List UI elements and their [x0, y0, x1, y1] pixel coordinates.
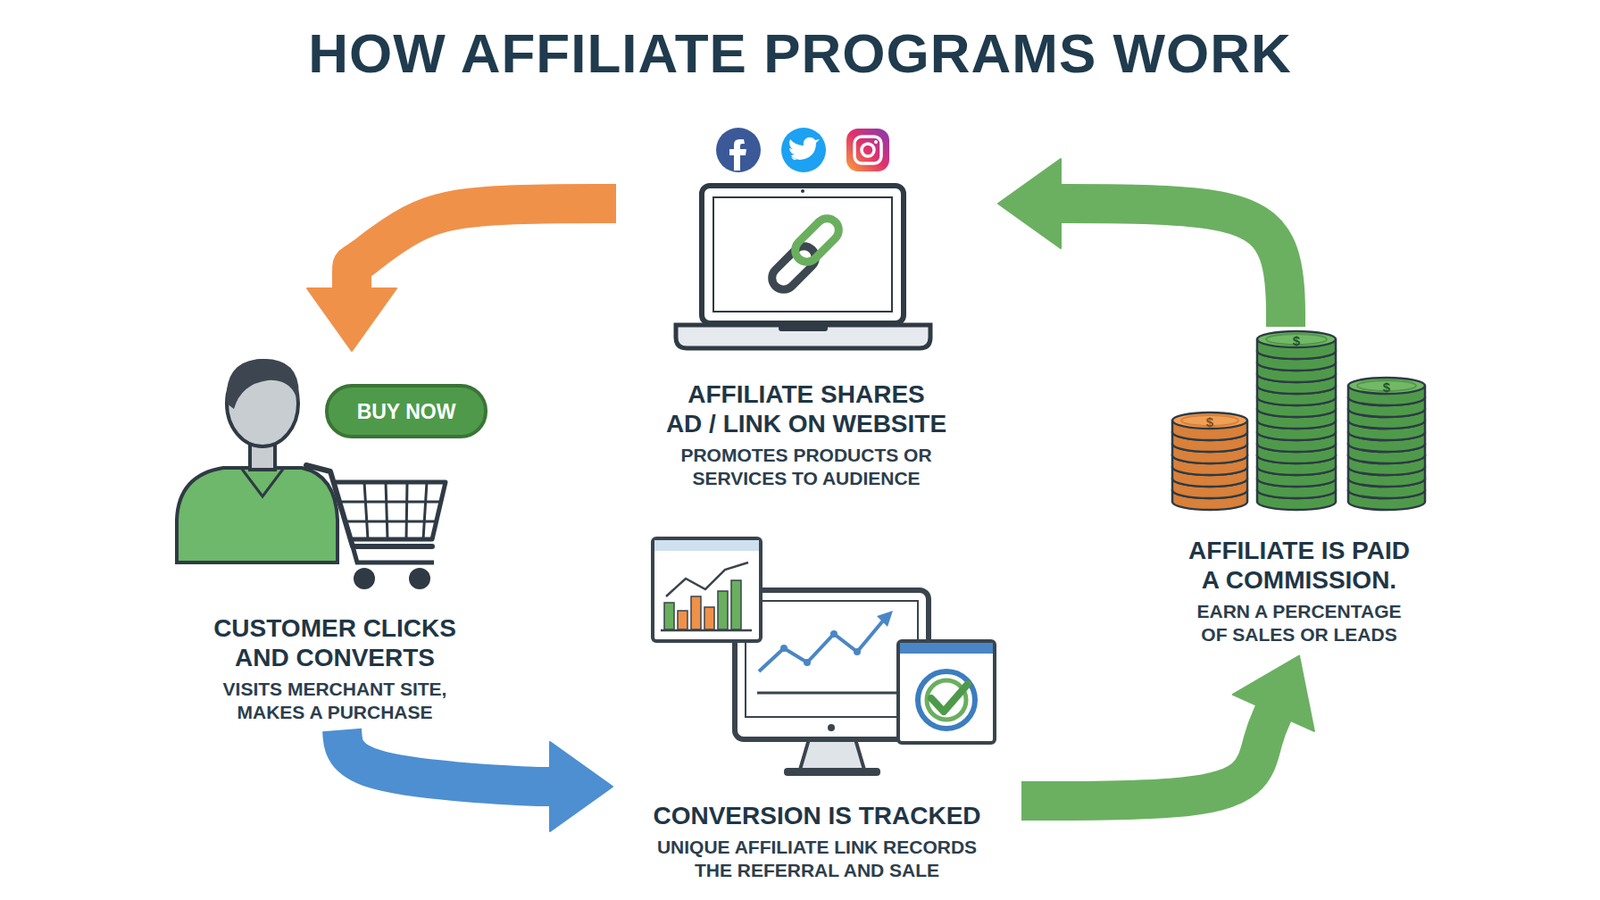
- tracking-illustration-part: [654, 540, 759, 551]
- tracking-illustration-part: [660, 629, 752, 633]
- flow-arrow: [341, 730, 613, 832]
- laptop-illustration-part: [713, 197, 892, 312]
- social-icons-part: [874, 140, 878, 144]
- customer-illustration-part: [226, 358, 300, 409]
- tracking-illustration-part-part: [731, 580, 742, 630]
- step-heading: AFFILIATE SHARES AD / LINK ON WEBSITE: [616, 379, 997, 439]
- laptop-illustration-part: [800, 189, 805, 193]
- social-icons-part: [854, 136, 882, 164]
- currency-sign: $: [1383, 379, 1391, 395]
- arrow-body: [351, 203, 617, 289]
- coin-stacks-part: [1348, 377, 1425, 394]
- social-icons-part: [729, 139, 747, 171]
- customer-illustration-part: [341, 482, 442, 540]
- laptop-illustration-part: [701, 185, 904, 324]
- tracking-illustration-part: [745, 600, 918, 717]
- customer-illustration-part: [408, 567, 431, 590]
- laptop-illustration-part: [675, 325, 931, 349]
- step-description: EARN A PERCENTAGE OF SALES OR LEADS: [1145, 600, 1453, 648]
- tracking-illustration-part: [876, 610, 893, 627]
- tracking-illustration-part: [783, 767, 881, 776]
- arrow-body: [1060, 203, 1286, 327]
- diagram-title: HOW AFFILIATE PROGRAMS WORK: [0, 21, 1600, 85]
- tracking-illustration: [652, 538, 995, 776]
- step-description: UNIQUE AFFILIATE LINK RECORDS THE REFERR…: [614, 835, 1020, 884]
- arrow-body: [341, 730, 550, 787]
- customer-illustration-part: [176, 467, 338, 563]
- social-icons-part: [716, 127, 761, 173]
- customer-illustration-part: [352, 546, 434, 563]
- currency-sign: $: [1292, 333, 1300, 349]
- tracking-illustration-part-part: [830, 630, 838, 638]
- flow-arrow: [1021, 656, 1315, 801]
- tracking-illustration-part: [898, 641, 995, 743]
- customer-illustration: [176, 358, 486, 590]
- social-icons-part: [861, 143, 875, 157]
- tracking-illustration-part-part: [853, 648, 861, 656]
- tracking-illustration-part-part: [717, 591, 728, 630]
- tracking-illustration-part: [900, 642, 993, 654]
- customer-illustration-part: [306, 465, 433, 547]
- arrow-head: [307, 288, 397, 351]
- laptop-illustration-part: [778, 325, 828, 332]
- tracking-illustration-part-part: [803, 658, 811, 667]
- tracking-illustration-part-part: [704, 607, 715, 630]
- social-icons-part: [789, 137, 820, 160]
- step-node: AFFILIATE IS PAID A COMMISSION. EARN A PE…: [1145, 330, 1453, 648]
- arrow-body: [1021, 712, 1274, 801]
- arrow-head: [1233, 656, 1315, 732]
- step-node: AFFILIATE SHARES AD / LINK ON WEBSITEPRO…: [616, 125, 997, 492]
- tracking-illustration-part-part: [780, 644, 788, 652]
- step-heading: AFFILIATE IS PAID A COMMISSION.: [1145, 535, 1453, 595]
- tracking-illustration-part-part: [691, 596, 701, 630]
- social-icons: [716, 127, 890, 173]
- tracking-illustration-part: [758, 619, 884, 672]
- arrow-head: [550, 741, 613, 832]
- customer-illustration-part: [241, 467, 284, 497]
- coin-stacks-part: [1257, 331, 1336, 348]
- tracking-illustration-part-part: [677, 610, 688, 630]
- laptop-illustration-part: [790, 213, 843, 267]
- social-icons-part: [781, 127, 826, 173]
- customer-illustration-part: [353, 567, 375, 590]
- step-heading: CONVERSION IS TRACKED: [614, 800, 1020, 831]
- step-description: PROMOTES PRODUCTS OR SERVICES TO AUDIENC…: [616, 443, 997, 492]
- social-icons-part: [846, 128, 890, 172]
- coin-stacks-part: [1172, 412, 1248, 429]
- arrow-head: [998, 158, 1061, 249]
- currency-sign: $: [1206, 414, 1214, 430]
- tracking-illustration-part: [917, 671, 975, 729]
- customer-illustration-part: [326, 385, 486, 437]
- tracking-illustration-part-part: [664, 602, 675, 630]
- tracking-illustration-part: [666, 562, 749, 597]
- coin-stacks: [1172, 331, 1425, 510]
- tracking-illustration-part: [652, 538, 761, 642]
- flow-arrow: [307, 203, 617, 351]
- laptop-illustration: [675, 185, 931, 349]
- tracking-illustration-part: [800, 739, 865, 770]
- tracking-illustration-part: [757, 691, 904, 695]
- tracking-illustration-part: [827, 724, 835, 732]
- step-description: VISITS MERCHANT SITE, MAKES A PURCHASE: [174, 677, 496, 725]
- tracking-illustration-part: [931, 683, 968, 712]
- step-heading: CUSTOMER CLICKS AND CONVERTS: [174, 613, 496, 673]
- button-label: BUY NOW: [357, 400, 457, 425]
- flow-arrow: [998, 158, 1286, 327]
- customer-illustration-part: [335, 482, 446, 540]
- step-node: CONVERSION IS TRACKED UNIQUE AFFILIATE LI…: [614, 531, 1020, 884]
- tracking-illustration-part: [780, 630, 861, 667]
